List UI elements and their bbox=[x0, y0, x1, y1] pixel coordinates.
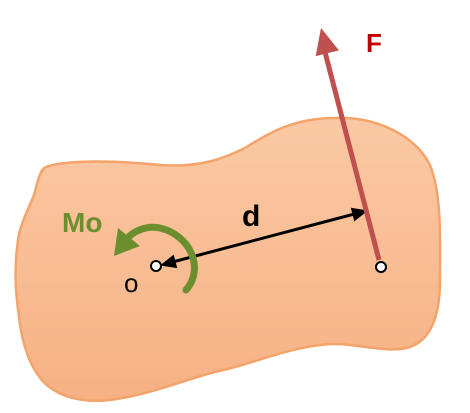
distance-label: d bbox=[242, 200, 260, 233]
force-arrowhead bbox=[315, 28, 339, 57]
distance-arrowhead-left bbox=[160, 254, 178, 269]
moment-arrowhead bbox=[114, 228, 140, 256]
moment-label: Mo bbox=[62, 207, 102, 238]
origin-point bbox=[150, 260, 162, 272]
distance-arrowhead-right bbox=[350, 207, 368, 222]
distance-arrow bbox=[160, 207, 368, 269]
moment-arrow bbox=[114, 223, 198, 294]
rigid-body bbox=[14, 116, 442, 403]
origin-label: o bbox=[124, 268, 138, 298]
force-label: F bbox=[366, 28, 382, 58]
force-application-point bbox=[375, 261, 387, 273]
force-arrow bbox=[315, 28, 382, 261]
